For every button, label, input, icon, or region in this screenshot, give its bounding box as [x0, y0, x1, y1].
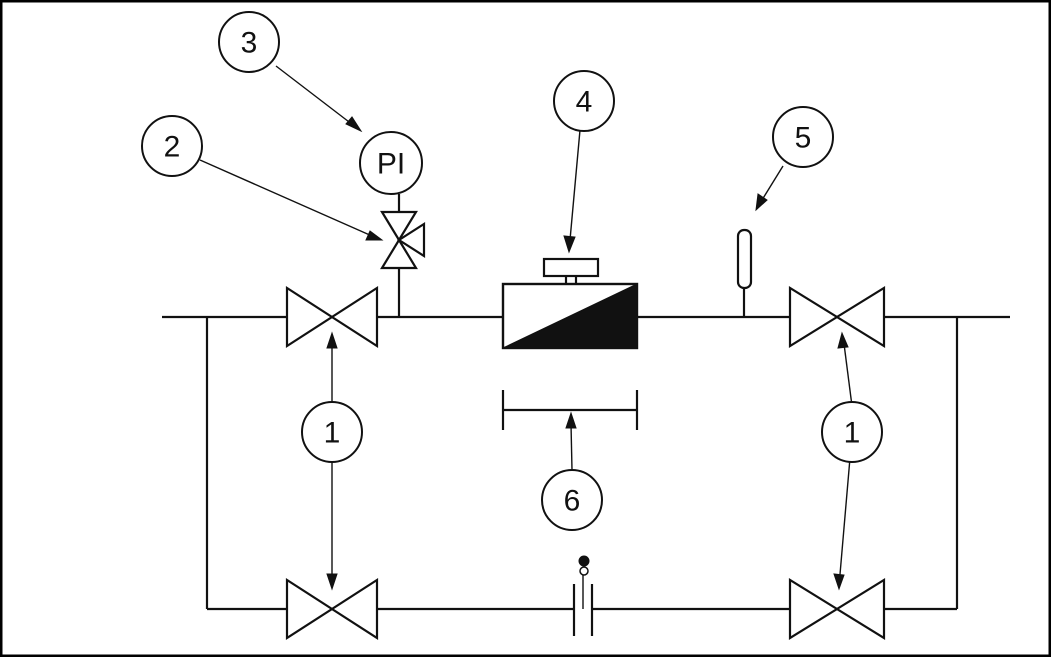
callout-1-right: 1 — [821, 401, 883, 463]
callout-3: 3 — [218, 11, 280, 73]
valve-inlet-top — [285, 285, 379, 349]
valve-outlet-top — [788, 286, 886, 348]
flow-meter — [501, 257, 639, 350]
bypass-pipe — [205, 317, 959, 611]
callout-1-left: 1 — [301, 401, 363, 463]
callout-5: 5 — [772, 106, 834, 168]
callout-6-label: 6 — [564, 485, 581, 518]
callout-1-left-label: 1 — [324, 417, 341, 450]
callout-5-label: 5 — [795, 122, 812, 155]
temperature-sensor — [736, 228, 753, 317]
callout-3-label: 3 — [241, 27, 258, 60]
callout-4-label: 4 — [576, 86, 593, 119]
callout-6: 6 — [541, 469, 603, 531]
callout-2: 2 — [141, 115, 203, 177]
bypass-orifice — [572, 555, 594, 636]
pressure-indicator-label: PI — [377, 148, 405, 181]
valve-outlet-bypass — [788, 578, 886, 640]
pressure-indicator: PI — [359, 131, 423, 195]
leader-lines — [199, 65, 853, 591]
callout-2-label: 2 — [164, 131, 181, 164]
callout-4: 4 — [553, 70, 615, 132]
spool-piece — [501, 390, 639, 430]
callout-1-right-label: 1 — [844, 417, 861, 450]
valve-inlet-bypass — [285, 577, 379, 641]
gauge-branch — [380, 194, 426, 317]
